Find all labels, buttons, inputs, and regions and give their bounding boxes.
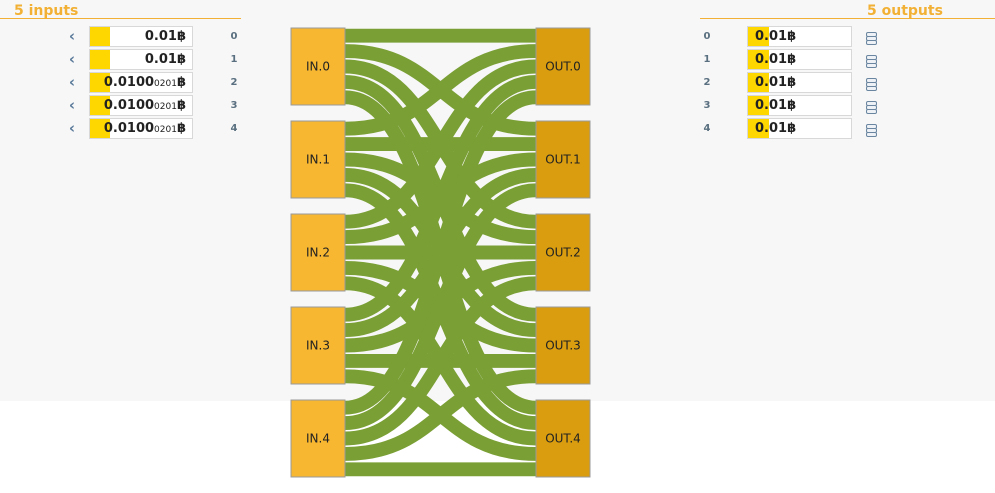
- outputs-header: 5 outputs: [700, 3, 995, 19]
- coins-icon[interactable]: [865, 26, 877, 48]
- output-node[interactable]: [535, 306, 591, 385]
- input-node[interactable]: [290, 27, 346, 106]
- input-node[interactable]: [290, 120, 346, 199]
- flow-link: [344, 59, 537, 229]
- chevron-left-icon[interactable]: ‹: [68, 50, 76, 68]
- output-node-label: OUT.2: [545, 246, 581, 260]
- amount-value: 0.01฿: [755, 52, 797, 67]
- amount-fill-bar: [748, 73, 769, 92]
- output-node-label: OUT.0: [545, 60, 581, 74]
- chevron-left-icon[interactable]: ‹: [68, 73, 76, 91]
- chevron-left-icon[interactable]: ‹: [68, 27, 76, 45]
- input-node[interactable]: [290, 399, 346, 478]
- input-node-label: IN.2: [306, 246, 330, 260]
- chevron-left-icon[interactable]: ‹: [68, 119, 76, 137]
- output-index: 1: [703, 54, 711, 65]
- amount-fill-bar: [90, 119, 111, 138]
- amount-value: 0.01฿: [755, 121, 797, 136]
- input-amount: 0.01000201฿: [89, 72, 193, 93]
- amount-fill-bar: [90, 96, 111, 115]
- flow-link: [344, 369, 537, 461]
- flow-link: [344, 183, 537, 431]
- output-index: 2: [703, 77, 711, 88]
- output-node-label: OUT.4: [545, 432, 581, 446]
- output-amount: 0.01฿: [747, 26, 852, 47]
- amount-value: 0.01000201฿: [103, 75, 186, 90]
- output-row: 2 0.01฿: [700, 72, 890, 94]
- output-index: 3: [703, 100, 711, 111]
- output-amount: 0.01฿: [747, 118, 852, 139]
- amount-value: 0.01฿: [144, 52, 186, 67]
- output-amount: 0.01฿: [747, 49, 852, 70]
- input-node-label: IN.4: [306, 432, 330, 446]
- input-index: 0: [230, 31, 238, 42]
- output-node[interactable]: [535, 27, 591, 106]
- amount-value: 0.01฿: [755, 98, 797, 113]
- input-row: ‹ 0.01000201฿ 4: [62, 118, 242, 140]
- input-index: 1: [230, 54, 238, 65]
- input-node-label: IN.3: [306, 339, 330, 353]
- input-node[interactable]: [290, 213, 346, 292]
- output-row: 4 0.01฿: [700, 118, 890, 140]
- amount-fill-bar: [748, 96, 769, 115]
- input-index: 3: [230, 100, 238, 111]
- amount-fill-bar: [90, 27, 111, 46]
- output-node-label: OUT.3: [545, 339, 581, 353]
- output-node[interactable]: [535, 213, 591, 292]
- amount-value: 0.01฿: [755, 75, 797, 90]
- amount-fill-bar: [748, 27, 769, 46]
- output-amount: 0.01฿: [747, 72, 852, 93]
- amount-value: 0.01000201฿: [103, 121, 186, 136]
- flow-link: [344, 74, 537, 322]
- output-row: 0 0.01฿: [700, 26, 890, 48]
- input-amount: 0.01฿: [89, 49, 193, 70]
- input-node-label: IN.0: [306, 60, 330, 74]
- flow-nodes: IN.0IN.1IN.2IN.3IN.4 OUT.0OUT.1OUT.2OUT.3…: [290, 27, 591, 478]
- coins-icon[interactable]: [865, 118, 877, 140]
- flow-link: [344, 276, 537, 446]
- input-row: ‹ 0.01000201฿ 3: [62, 95, 242, 117]
- amount-value: 0.01฿: [755, 29, 797, 44]
- flow-link: [344, 90, 537, 415]
- coins-icon[interactable]: [865, 72, 877, 94]
- output-index: 4: [703, 123, 711, 134]
- output-node-label: OUT.1: [545, 153, 581, 167]
- input-index: 2: [230, 77, 238, 88]
- input-row: ‹ 0.01฿ 0: [62, 26, 242, 48]
- input-amount: 0.01000201฿: [89, 95, 193, 116]
- input-index: 4: [230, 123, 238, 134]
- output-amount: 0.01฿: [747, 95, 852, 116]
- input-amount: 0.01฿: [89, 26, 193, 47]
- amount-fill-bar: [90, 73, 111, 92]
- amount-fill-bar: [748, 119, 769, 138]
- amount-value: 0.01000201฿: [103, 98, 186, 113]
- amount-value: 0.01฿: [144, 29, 186, 44]
- output-index: 0: [703, 31, 711, 42]
- output-row: 3 0.01฿: [700, 95, 890, 117]
- coins-icon[interactable]: [865, 49, 877, 71]
- flow-links: [344, 28, 537, 477]
- output-node[interactable]: [535, 120, 591, 199]
- input-amount: 0.01000201฿: [89, 118, 193, 139]
- chevron-left-icon[interactable]: ‹: [68, 96, 76, 114]
- output-row: 1 0.01฿: [700, 49, 890, 71]
- input-node[interactable]: [290, 306, 346, 385]
- amount-fill-bar: [748, 50, 769, 69]
- input-node-label: IN.1: [306, 153, 330, 167]
- inputs-header: 5 inputs: [0, 3, 241, 19]
- coins-icon[interactable]: [865, 95, 877, 117]
- output-node[interactable]: [535, 399, 591, 478]
- input-row: ‹ 0.01000201฿ 2: [62, 72, 242, 94]
- input-row: ‹ 0.01฿ 1: [62, 49, 242, 71]
- flow-link: [344, 44, 537, 136]
- amount-fill-bar: [90, 50, 111, 69]
